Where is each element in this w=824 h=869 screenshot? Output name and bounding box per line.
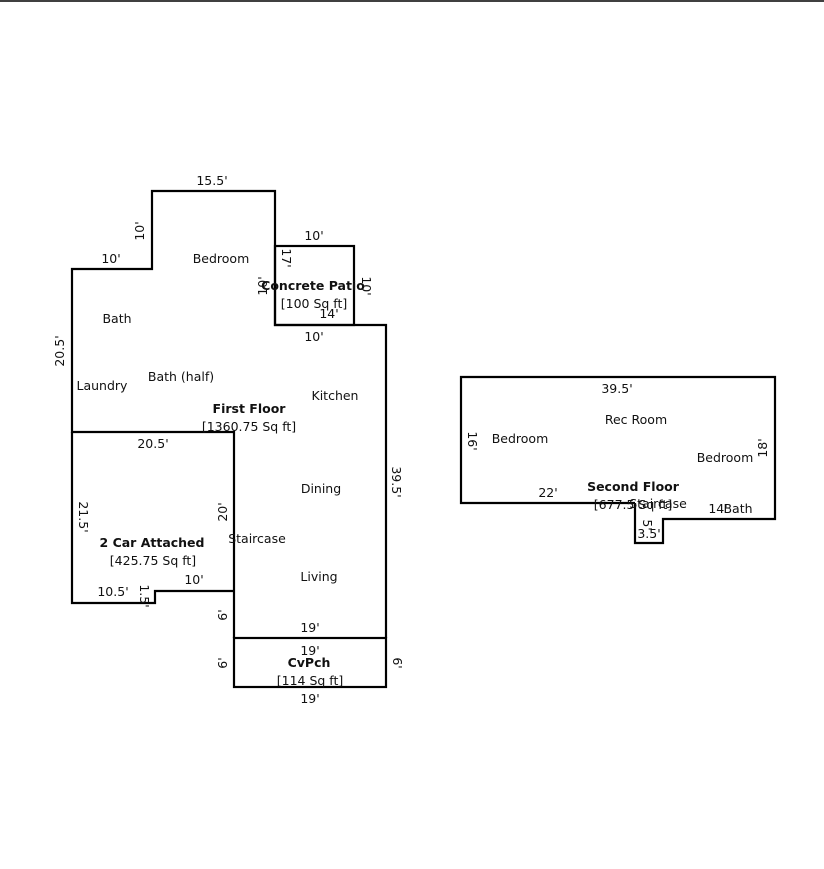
- dim-garage-top: 20.5': [137, 436, 168, 451]
- patio-title: Concrete Patio: [261, 278, 365, 293]
- room-bath-first: Bath: [102, 311, 131, 326]
- concrete-patio-outline: [273, 244, 356, 327]
- dim-second-right: 18': [755, 438, 770, 457]
- room-living: Living: [300, 569, 337, 584]
- dim-first-right-side: 39.5': [389, 466, 404, 497]
- dim-patio-right: 10': [359, 276, 374, 295]
- dim-patio-left: 10': [255, 276, 270, 295]
- dim-garage-left: 21.5': [76, 501, 91, 532]
- room-laundry: Laundry: [77, 378, 129, 393]
- first-floor-title: First Floor: [213, 401, 287, 416]
- first-floor-area: [1360.75 Sq ft]: [202, 419, 296, 434]
- dim-porch-left: 6': [215, 657, 230, 668]
- dim-second-notch-bottom: 3.5': [637, 526, 660, 541]
- second-floor-title: Second Floor: [587, 479, 680, 494]
- room-staircase-first: Staircase: [228, 531, 286, 546]
- dim-first-upper-left-vertical: 10': [132, 221, 147, 240]
- dim-first-inner-top: 10': [304, 329, 323, 344]
- dim-second-left: 16': [465, 431, 480, 450]
- room-bedroom-second-right: Bedroom: [697, 450, 754, 465]
- dim-second-bath-width: 14': [708, 501, 727, 516]
- dim-second-bottom: 22': [538, 485, 557, 500]
- dim-patio-top: 10': [304, 228, 323, 243]
- second-floor-outline: [459, 375, 777, 545]
- dim-first-top: 15.5': [196, 173, 227, 188]
- dim-garage-notch-top: 10': [184, 572, 203, 587]
- dim-first-bottom: 19': [300, 620, 319, 635]
- patio-area: [100 Sq ft]: [281, 296, 348, 311]
- dim-garage-lower-right: 6': [215, 609, 230, 620]
- dim-porch-right: 6': [390, 657, 405, 668]
- room-staircase-second: Staircase: [629, 496, 687, 511]
- covered-porch-outline: [232, 636, 388, 689]
- dim-first-left-side: 20.5': [52, 335, 67, 366]
- porch-title: CvPch: [288, 655, 331, 670]
- dim-garage-right: 20': [215, 502, 230, 521]
- dim-porch-top: 19': [300, 643, 319, 658]
- garage-title: 2 Car Attached: [100, 535, 205, 550]
- room-bedroom-second-left: Bedroom: [492, 431, 549, 446]
- room-kitchen: Kitchen: [312, 388, 359, 403]
- dim-second-notch-side: 5': [640, 519, 655, 530]
- second-floor-area: [677.5 Sq ft]: [594, 497, 672, 512]
- room-bath-half: Bath (half): [148, 369, 214, 384]
- dim-garage-bottom-left: 10.5': [97, 584, 128, 599]
- dim-garage-notch-vertical: 1.5': [137, 584, 152, 607]
- dim-first-left-step: 10': [101, 251, 120, 266]
- room-bath-second: Bath: [723, 501, 752, 516]
- garage-outline: [70, 432, 234, 605]
- dim-second-top: 39.5': [601, 381, 632, 396]
- room-rec-room: Rec Room: [605, 412, 667, 427]
- room-dining: Dining: [301, 481, 341, 496]
- garage-area: [425.75 Sq ft]: [110, 553, 196, 568]
- room-bedroom-first: Bedroom: [193, 251, 250, 266]
- dim-porch-bottom: 19': [300, 691, 319, 706]
- dim-patio-right-14: 14': [319, 306, 338, 321]
- dim-patio-left-17: 17': [279, 248, 294, 267]
- porch-area: [114 Sq ft]: [277, 673, 344, 688]
